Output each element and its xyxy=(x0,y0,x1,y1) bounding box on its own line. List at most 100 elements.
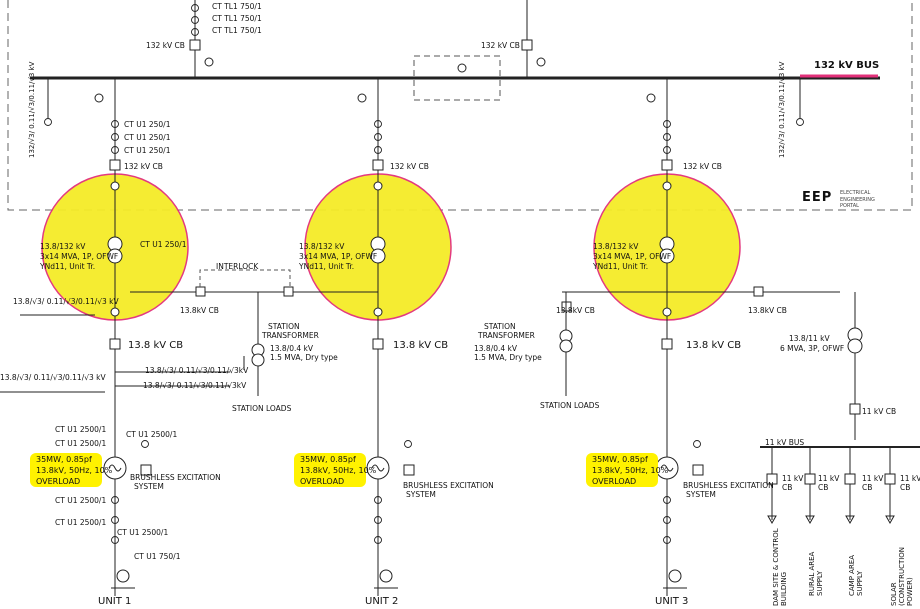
u3-tr-1: 13.8/132 kV xyxy=(593,242,639,251)
u2-gen-2: 13.8kV, 50Hz, 10% xyxy=(300,466,377,475)
feeder-1-cb-box xyxy=(766,473,778,485)
gen-highlight-1 xyxy=(30,453,102,487)
u1-gen-2: 13.8kV, 50Hz, 10% xyxy=(36,466,113,475)
unit-1-exciter-box xyxy=(140,464,152,476)
unit-3-disconnector-motor xyxy=(646,93,656,103)
st2-rating: 1.5 MVA, Dry type xyxy=(474,353,542,362)
u1-ct-low-4: CT U1 2500/1 xyxy=(55,496,107,505)
unit-2-ct-low-3 xyxy=(374,536,382,544)
unit-2-cb-132-box xyxy=(372,159,384,171)
bus-132-label: 132 kV BUS xyxy=(814,60,880,71)
st1-transformer-lv xyxy=(251,353,265,367)
aux-transformer-lv xyxy=(847,338,863,354)
unit-1-ct-low-3 xyxy=(111,536,119,544)
aux-cb-box xyxy=(849,403,861,415)
unit-2-gen-sine xyxy=(371,464,385,472)
unit-3-gen-sine xyxy=(660,464,674,472)
u1-tr-3: YNd11, Unit Tr. xyxy=(40,262,96,271)
u1-ct-low-1: CT U1 2500/1 xyxy=(55,425,107,434)
unit-1-ct-1 xyxy=(111,120,119,128)
u1-ct-low-6: CT U1 2500/1 xyxy=(117,528,169,537)
u3-gen-2: 13.8kV, 50Hz, 10% xyxy=(592,466,669,475)
u3-cb-132: 132 kV CB xyxy=(683,162,722,171)
unit-2-ct-low-1 xyxy=(374,496,382,504)
unit-2-cb-13-8-box xyxy=(372,338,384,350)
unit-3-exciter-ct xyxy=(693,440,701,448)
unit-3-transformer-lv xyxy=(659,248,675,264)
st2-loads: STATION LOADS xyxy=(540,401,600,410)
unit-3-ct-low-1 xyxy=(663,496,671,504)
unit-1-label: UNIT 1 xyxy=(98,596,132,607)
u2-exc-2: SYSTEM xyxy=(406,490,436,499)
top-ct-symbol-1 xyxy=(191,4,199,12)
vt-132-right: 132/√3/ 0.11/√3/0.11/√3 kV xyxy=(778,61,786,158)
aux-cb: 11 kV CB xyxy=(862,407,897,416)
top-feeder-motor-1 xyxy=(204,57,214,67)
bus-coupler-motor xyxy=(457,63,467,73)
top-ct-symbol-3 xyxy=(191,28,199,36)
f3-cb-2: CB xyxy=(862,483,873,492)
u2-exc-1: BRUSHLESS EXCITATION xyxy=(403,481,494,490)
unit-3-motor-top xyxy=(662,181,672,191)
feeder-4-name: SOLAR (CONSTRUCTION POWER) xyxy=(890,546,914,606)
f1-cb-2: CB xyxy=(782,483,793,492)
unit-1-motor-top xyxy=(110,181,120,191)
u1-cb-132: 132 kV CB xyxy=(124,162,163,171)
st2-title-2: TRANSFORMER xyxy=(478,331,535,340)
unit-1-exciter-ct xyxy=(141,440,149,448)
u2-tr-1: 13.8/132 kV xyxy=(299,242,345,251)
f3-cb-1: 11 kV xyxy=(862,474,884,483)
st1-title-2: TRANSFORMER xyxy=(262,331,319,340)
f1-cb-1: 11 kV xyxy=(782,474,804,483)
feeder-2-arrow xyxy=(805,515,815,525)
vt-13-8-u1a: 13.8/√3/ 0.11/√3/0.11/√3 kV xyxy=(0,373,106,382)
u1-tr-1: 13.8/132 kV xyxy=(40,242,86,251)
unit-1-ct-low-1 xyxy=(111,496,119,504)
unit-1-cb-132-box xyxy=(109,159,121,171)
u3-exc-2: SYSTEM xyxy=(686,490,716,499)
vt-13-8-u1b: 13.8/√3/ 0.11/√3/0.11/√3kV xyxy=(145,366,249,375)
st1-rating: 1.5 MVA, Dry type xyxy=(270,353,338,362)
unit-1-disconnector-motor xyxy=(94,93,104,103)
feeder-1-arrow xyxy=(767,515,777,525)
vt-132-symbol-1 xyxy=(44,118,52,126)
unit-2-motor-bottom xyxy=(373,307,383,317)
feeder-2-cb-box xyxy=(804,473,816,485)
u1-ct-top-3: CT U1 250/1 xyxy=(124,146,171,155)
unit-3-ct-2 xyxy=(663,133,671,141)
unit-1-ct-3 xyxy=(111,146,119,154)
unit-2-exciter-box xyxy=(403,464,415,476)
top-cb-left: 132 kV CB xyxy=(146,41,185,50)
feeder-2-name: RURAL AREA SUPPLY xyxy=(808,551,824,596)
unit-2-transformer-lv xyxy=(370,248,386,264)
unit-3-cb-132-box xyxy=(661,159,673,171)
st1-loads: STATION LOADS xyxy=(232,404,292,413)
u1-cb-13-8: 13.8 kV CB xyxy=(128,340,184,351)
cb-13-8-small-3: 13.8kV CB xyxy=(748,306,787,315)
unit-2-exciter-ct xyxy=(404,440,412,448)
gen-highlight-2 xyxy=(294,453,366,487)
unit-2-motor-top xyxy=(373,181,383,191)
st1-ratio: 13.8/0.4 kV xyxy=(270,344,314,353)
unit-3-ct-3 xyxy=(663,146,671,154)
unit-2-disconnector-motor xyxy=(357,93,367,103)
bus-11-label: 11 kV BUS xyxy=(765,438,805,447)
u1-ct-low-7: CT U1 750/1 xyxy=(134,552,181,561)
u1-exc-1: BRUSHLESS EXCITATION xyxy=(130,473,221,482)
tie-cb-1 xyxy=(195,286,206,297)
unit-2-ct-1 xyxy=(374,120,382,128)
unit-3-cb-13-8-box xyxy=(661,338,673,350)
logo-mark: EEP xyxy=(802,190,833,205)
u2-gen-1: 35MW, 0.85pf xyxy=(300,455,356,464)
feeder-3-name: CAMP AREA SUPPLY xyxy=(848,554,864,596)
vt-13-8-left: 13.8/√3/ 0.11/√3/0.11/√3 kV xyxy=(13,297,119,306)
f2-cb-2: CB xyxy=(818,483,829,492)
u2-cb-13-8: 13.8 kV CB xyxy=(393,340,449,351)
unit-2-ngt xyxy=(379,569,393,583)
u2-tr-2: 3x14 MVA, 1P, OFWF xyxy=(299,252,378,261)
u1-tr-2: 3x14 MVA, 1P, OFWF xyxy=(40,252,119,261)
unit-2-ct-3 xyxy=(374,146,382,154)
u3-tr-3: YNd11, Unit Tr. xyxy=(593,262,649,271)
tie-cb-3 xyxy=(753,286,764,297)
top-feeder-cb-2 xyxy=(521,39,533,51)
